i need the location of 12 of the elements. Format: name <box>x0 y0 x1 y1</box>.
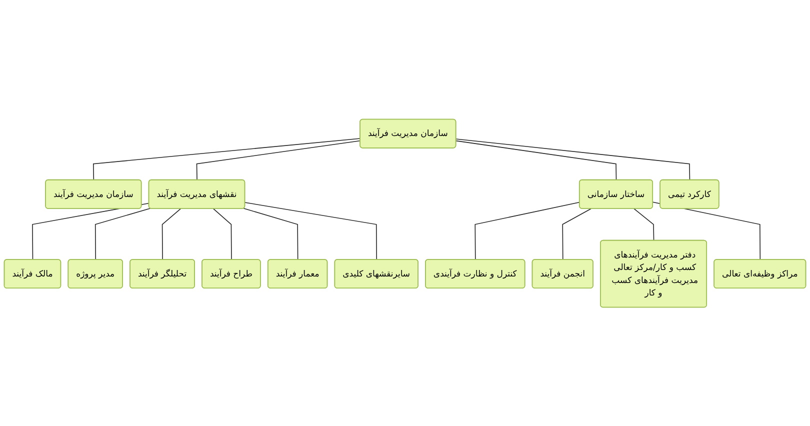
connector <box>562 208 592 260</box>
connector <box>243 208 298 260</box>
connector <box>474 202 580 260</box>
connector <box>212 208 232 260</box>
connector <box>456 140 617 180</box>
connector <box>244 202 378 260</box>
connector <box>634 208 654 241</box>
connector <box>94 208 151 260</box>
connector <box>196 140 361 180</box>
connector <box>162 208 182 260</box>
connector <box>456 138 690 180</box>
connector <box>93 138 361 180</box>
